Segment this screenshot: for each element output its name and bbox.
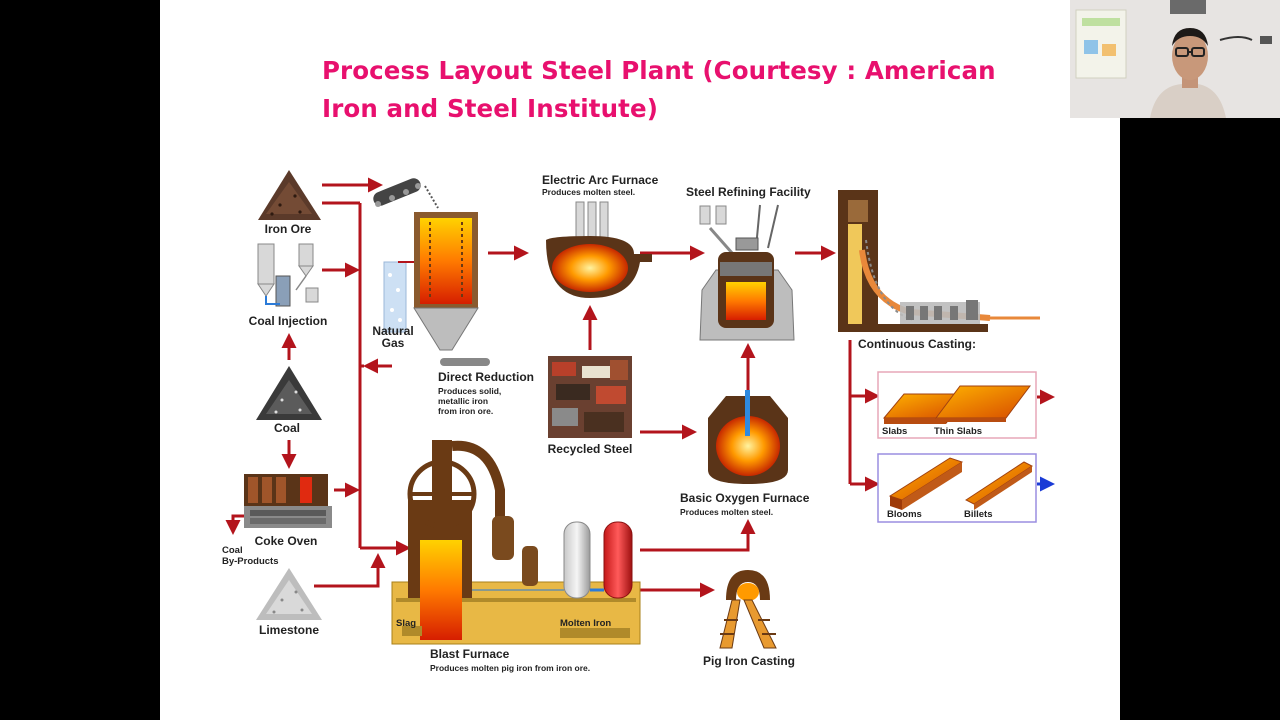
coke-oven bbox=[244, 474, 332, 528]
label-direct-reduction: Direct Reduction bbox=[438, 370, 534, 384]
presenter-figure bbox=[1070, 0, 1280, 118]
label-basic-oxygen-furnace: Basic Oxygen Furnace bbox=[680, 491, 810, 505]
flow-arrows bbox=[225, 177, 1055, 598]
iron-ore-pile bbox=[258, 170, 321, 220]
arrow-blast-to-bof bbox=[640, 519, 756, 552]
label-natural-gas-1: Natural bbox=[372, 324, 413, 338]
recycled-steel-photo bbox=[548, 356, 632, 438]
label-coke-oven: Coke Oven bbox=[255, 534, 318, 548]
steel-refining-vessel bbox=[699, 204, 795, 341]
natural-gas-tank bbox=[383, 261, 407, 333]
basic-oxygen-furnace bbox=[708, 390, 788, 484]
electric-arc-furnace bbox=[546, 201, 652, 298]
label-limestone: Limestone bbox=[259, 623, 319, 637]
label-steel-refining: Steel Refining Facility bbox=[686, 185, 811, 199]
blooms-panel bbox=[877, 453, 1037, 523]
direct-reduction-shaft bbox=[398, 212, 490, 366]
label-slabs: Slabs bbox=[882, 426, 907, 437]
slide-title: Process Layout Steel Plant (Courtesy : A… bbox=[322, 52, 1022, 128]
pig-iron-caster bbox=[719, 570, 777, 649]
label-blast-furnace: Blast Furnace bbox=[430, 647, 510, 661]
blast-furnace-complex bbox=[391, 440, 641, 645]
limestone-pile bbox=[256, 568, 322, 620]
title-line-1: Process Layout Steel Plant (Courtesy : A… bbox=[322, 56, 996, 85]
coal-injection-equipment bbox=[257, 243, 319, 307]
title-line-2: Iron and Steel Institute) bbox=[322, 94, 658, 123]
label-coal: Coal bbox=[274, 421, 300, 435]
arrow-coke-byproducts bbox=[225, 514, 244, 535]
label-blooms: Blooms bbox=[887, 509, 922, 520]
label-slag: Slag bbox=[396, 618, 416, 629]
label-blast-furnace-desc: Produces molten pig iron from iron ore. bbox=[430, 663, 590, 673]
continuous-caster bbox=[838, 190, 1040, 332]
label-molten-iron: Molten Iron bbox=[560, 618, 611, 629]
label-coal-injection: Coal Injection bbox=[249, 314, 328, 328]
label-coal-byproducts-2: By-Products bbox=[222, 556, 278, 567]
label-dr-desc-2: metallic iron bbox=[438, 396, 488, 406]
label-thin-slabs: Thin Slabs bbox=[934, 426, 982, 437]
label-natural-gas-2: Gas bbox=[382, 336, 405, 350]
label-billets: Billets bbox=[964, 509, 993, 520]
coal-pile bbox=[256, 366, 322, 420]
label-dr-desc-3: from iron ore. bbox=[438, 406, 493, 416]
label-continuous-casting: Continuous Casting: bbox=[858, 337, 976, 351]
conveyor-belt bbox=[373, 178, 439, 209]
label-recycled-steel: Recycled Steel bbox=[548, 442, 633, 456]
label-bof-desc: Produces molten steel. bbox=[680, 507, 773, 517]
label-electric-arc-furnace: Electric Arc Furnace bbox=[542, 173, 659, 187]
label-dr-desc-1: Produces solid, bbox=[438, 386, 501, 396]
label-eaf-desc: Produces molten steel. bbox=[542, 187, 635, 197]
label-coal-byproducts-1: Coal bbox=[222, 545, 243, 556]
label-pig-iron-casting: Pig Iron Casting bbox=[703, 654, 795, 668]
label-iron-ore: Iron Ore bbox=[265, 222, 312, 236]
webcam-video bbox=[1070, 0, 1280, 118]
arrow-limestone-to-blast bbox=[314, 553, 386, 588]
slabs-panel bbox=[877, 371, 1037, 439]
